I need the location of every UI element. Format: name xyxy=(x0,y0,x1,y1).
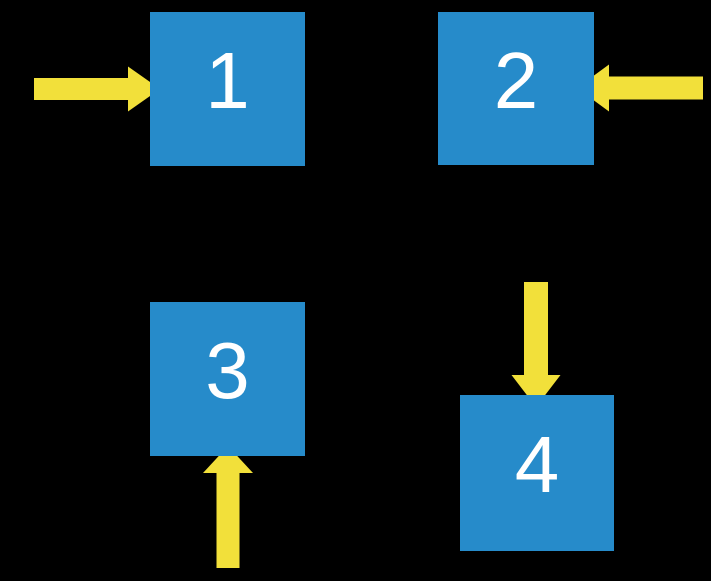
box-1-label: 1 xyxy=(205,36,250,125)
box-2-label: 2 xyxy=(493,35,539,125)
arrow-into-box-2 xyxy=(577,64,703,112)
box-1: 1 xyxy=(150,12,305,166)
arrow-into-box-1 xyxy=(34,66,160,112)
box-4-label: 4 xyxy=(514,420,560,509)
box-4: 4 xyxy=(460,395,614,551)
arrow-into-box-4 xyxy=(511,282,561,407)
box-3: 3 xyxy=(150,302,305,456)
box-2: 2 xyxy=(438,12,594,165)
box-3-label: 3 xyxy=(205,326,250,415)
arrow-into-box-3 xyxy=(203,446,253,568)
